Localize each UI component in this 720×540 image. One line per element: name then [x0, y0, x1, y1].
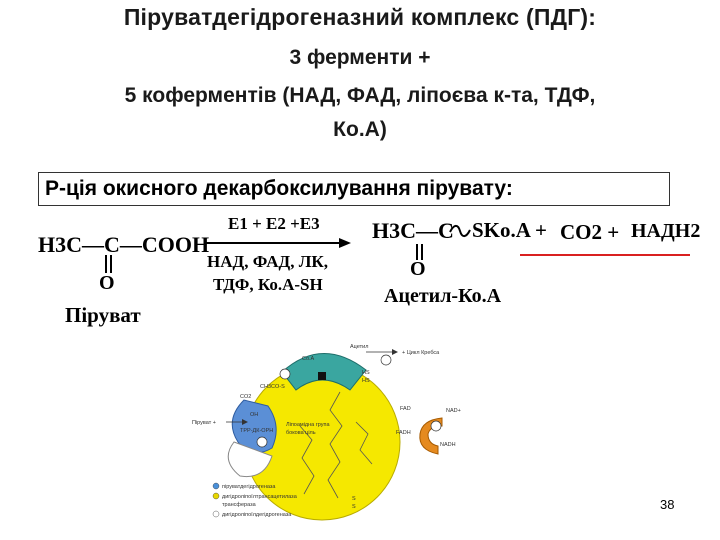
legend-text-3: трансфераза: [222, 502, 257, 508]
fig-label-coa: Co.A: [302, 356, 315, 362]
thioester-bond-icon: [449, 224, 471, 238]
fig-label-hs1: HS: [362, 370, 370, 376]
fig-label-s-top: S: [352, 496, 356, 502]
fig-label-fadh: FADH: [396, 430, 411, 436]
lipoyl-arm-2: [299, 425, 315, 495]
fig-label-co2: CO2: [240, 394, 251, 400]
e3-white-lobe: [227, 441, 273, 478]
legend-text-4: дигідроліпоїлдегідрогеназа: [222, 512, 292, 518]
enzymes-label: E1 + E2 +E3: [228, 214, 320, 233]
fig-label-oh: OH: [250, 412, 258, 418]
pyruvate-formula: H3C—C—COOH: [38, 232, 210, 257]
step-circle-3: [380, 354, 392, 366]
legend-text-2: дигідроліпоїлтрансацетилаза: [222, 494, 298, 500]
pdh-mechanism-figure: Ацетил + Цикл Кребса Co.A HS HS CH3CO-S …: [192, 344, 461, 521]
legend-text-1: піруватдегідрогеназа: [222, 484, 276, 490]
pyruvate-oxygen: O: [99, 272, 115, 294]
step-circle-1: [256, 436, 268, 448]
pyruvate-double-bond: [105, 255, 112, 273]
fig-label-s-bot: S: [352, 504, 356, 510]
page-number: 38: [660, 497, 675, 512]
acetylcoa-group: SKo.A +: [472, 218, 547, 242]
nadh-product: НАДН2: [631, 220, 701, 242]
acetylcoa-formula: H3C—C: [372, 218, 454, 243]
legend-swatch-2: [212, 492, 220, 500]
acetylcoa-double-bond: [416, 244, 423, 260]
step-circle-2: [279, 368, 291, 380]
acetylcoa-oxygen: O: [410, 258, 426, 280]
slide-title: Піруватдегідрогеназний комплекс (ПДГ):: [123, 4, 597, 30]
fig-label-central: Ліпоамідна група: [286, 422, 330, 428]
acetylcoa-name: Ацетил-Ко.А: [384, 285, 502, 307]
fig-label-nadh: NADH: [440, 442, 456, 448]
pyruvate-name: Піруват: [65, 303, 141, 327]
lipoyl-arm-1: [327, 391, 343, 499]
fig-label-pyruvate: Піруват +: [192, 420, 216, 426]
e2-teal-cap: [281, 353, 367, 391]
co2-product: CO2 +: [560, 220, 620, 244]
reaction-arrow: [205, 238, 351, 248]
step-circle-4: [430, 420, 442, 432]
subtitle-enzymes: 3 ферменти +: [289, 46, 431, 69]
fig-label-krebs: + Цикл Кребса: [402, 350, 440, 356]
fig-label-fad: FAD: [400, 406, 411, 412]
e3-orange-arc: [419, 417, 443, 455]
subtitle-coenzymes-cont: Ко.А): [333, 118, 387, 141]
fig-label-hs2: HS: [362, 378, 370, 384]
product-underline: [520, 254, 690, 256]
fig-label-acetyl: Ацетил: [350, 344, 368, 350]
fig-label-central2: бокова ціль: [286, 430, 316, 436]
cofactors-line1: НАД, ФАД, ЛК,: [207, 252, 328, 271]
fig-label-tpp: ТРР-ДК-ОРН: [240, 428, 273, 434]
reaction-heading: Р-ція окисного декарбоксилування піруват…: [45, 177, 513, 200]
subtitle-coenzymes: 5 коферментів (НАД, ФАД, ліпоєва к-та, Т…: [124, 84, 596, 107]
fig-label-ch3co: CH3CO-S: [260, 384, 285, 390]
fig-label-nad: NAD+: [446, 408, 461, 414]
reaction-heading-box: Р-ція окисного декарбоксилування піруват…: [38, 172, 670, 206]
cofactors-line2: ТДФ, Ко.А-SH: [213, 275, 323, 294]
lipoyl-arm-3: [355, 421, 373, 465]
legend-swatch-4: [212, 510, 220, 518]
cap-marker: [318, 372, 326, 380]
legend-swatch-1: [212, 482, 220, 490]
